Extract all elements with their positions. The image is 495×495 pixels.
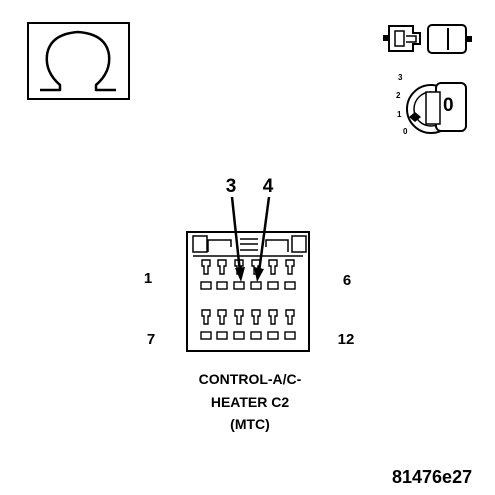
lower-row-cavity-4 [250, 331, 262, 340]
connector-face [186, 231, 310, 352]
upper-row-cavity-1 [200, 281, 212, 290]
connector-disconnected-icon [383, 24, 472, 54]
lower-row-terminal-5 [268, 309, 278, 325]
lower-row-cavity-6 [284, 331, 296, 340]
caption-line-2: HEATER C2 [210, 394, 290, 410]
lower-row-cavity-3 [233, 331, 245, 340]
upper-row-cavity-5 [267, 281, 279, 290]
upper-row-terminal-1 [201, 259, 211, 275]
callout-pin-4: 4 [262, 176, 274, 197]
lower-row-cavity-1 [200, 331, 212, 340]
ignition-position-0: 0 [403, 127, 408, 136]
connector-caption: CONTROL-A/C- HEATER C2 (MTC) [170, 369, 330, 434]
upper-row-terminal-4 [251, 259, 261, 275]
lower-row-terminal-4 [251, 309, 261, 325]
pin-number-top-left: 1 [143, 270, 153, 287]
lower-row-cavity-2 [216, 331, 228, 340]
lower-row-terminal-6 [285, 309, 295, 325]
upper-row-terminal-3 [234, 259, 244, 275]
ohmmeter-icon [27, 22, 130, 100]
ignition-position-1: 1 [397, 110, 402, 119]
ignition-position-2: 2 [396, 91, 401, 100]
upper-row-cavity-2 [216, 281, 228, 290]
lower-row-terminal-1 [201, 309, 211, 325]
pin-number-bottom-right: 12 [337, 331, 355, 348]
lower-row-terminal-3 [234, 309, 244, 325]
caption-line-1: CONTROL-A/C- [198, 371, 302, 387]
upper-row-cavity-3 [233, 281, 245, 290]
lower-row-terminal-2 [217, 309, 227, 325]
figure-id: 81476e27 [392, 467, 473, 487]
caption-line-3: (MTC) [230, 416, 270, 432]
lower-row-cavity-5 [267, 331, 279, 340]
upper-row-terminal-6 [285, 259, 295, 275]
upper-row-terminal-2 [217, 259, 227, 275]
ignition-key-face-label: 0 [443, 95, 454, 116]
callout-pin-3: 3 [225, 176, 237, 197]
pin-number-top-right: 6 [342, 272, 352, 289]
upper-row-cavity-6 [284, 281, 296, 290]
ignition-key-off-icon [406, 82, 467, 134]
pin-number-bottom-left: 7 [146, 331, 156, 348]
ignition-position-3: 3 [398, 73, 403, 82]
upper-row-terminal-5 [268, 259, 278, 275]
upper-row-cavity-4 [250, 281, 262, 290]
